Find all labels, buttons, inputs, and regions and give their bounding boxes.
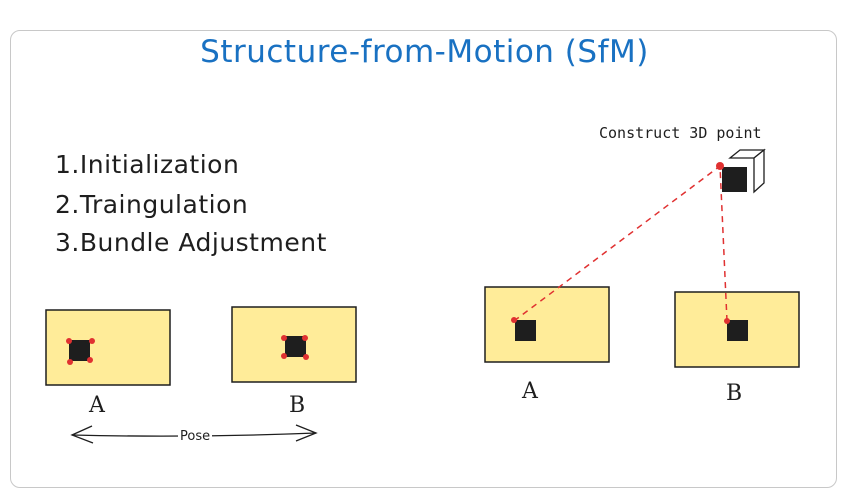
construct-3d-point-label: Construct 3D point — [599, 124, 762, 142]
right-camera-a-label: A — [522, 379, 538, 404]
left-feature-b — [285, 336, 306, 357]
keypoint — [66, 338, 72, 344]
keypoint — [281, 353, 287, 359]
left-feature-a — [69, 340, 90, 361]
diagram-frame — [10, 30, 837, 488]
left-image-a — [45, 309, 171, 386]
ray-point — [724, 318, 730, 324]
step-triangulation: 2.Traingulation — [55, 190, 249, 219]
keypoint — [281, 335, 287, 341]
keypoint — [67, 359, 73, 365]
keypoint — [89, 338, 95, 344]
pose-arrowhead-left — [70, 425, 94, 444]
ray-b — [719, 165, 728, 322]
diagram-title: Structure-from-Motion (SfM) — [200, 34, 649, 70]
right-feature-a — [515, 320, 536, 341]
keypoint — [87, 357, 93, 363]
ray-point — [511, 317, 517, 323]
left-camera-b-label: B — [289, 393, 306, 418]
left-camera-a-label: A — [89, 393, 105, 418]
pose-arrowhead-right — [295, 424, 318, 442]
right-feature-b — [727, 320, 748, 341]
step-initialization: 1.Initialization — [55, 150, 240, 179]
right-camera-b-label: B — [726, 381, 743, 406]
keypoint — [303, 354, 309, 360]
right-image-a — [484, 286, 610, 363]
cube-3d-point — [722, 148, 766, 194]
ray-a — [513, 165, 721, 322]
point-3d — [716, 162, 724, 170]
step-bundle-adjustment: 3.Bundle Adjustment — [55, 228, 327, 257]
pose-label: Pose — [178, 429, 213, 444]
keypoint — [302, 335, 308, 341]
